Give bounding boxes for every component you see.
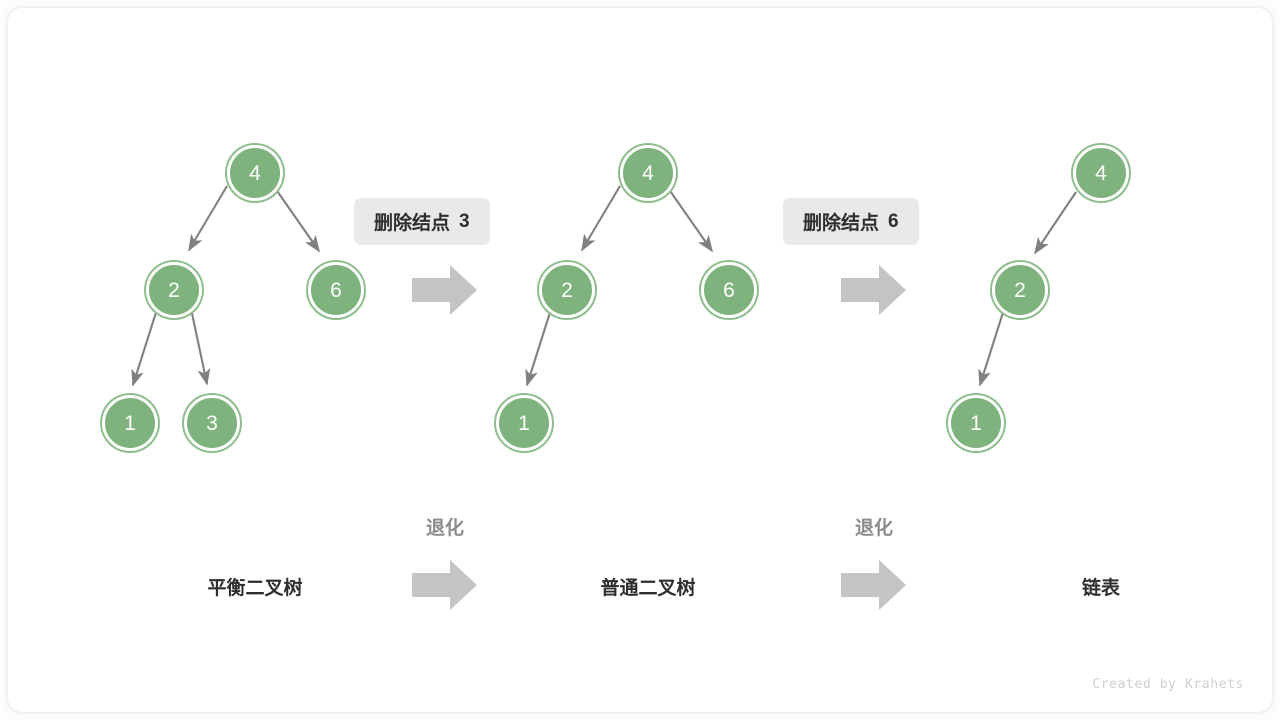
tree-node: 2	[146, 262, 202, 318]
watermark: Created by Krahets	[1092, 677, 1244, 692]
edge-m2-m1	[525, 302, 555, 387]
edge-2-3	[188, 303, 211, 386]
degrade-label: 退化	[841, 513, 907, 540]
tree-node: 4	[620, 145, 676, 201]
edge-4-6	[274, 187, 320, 253]
caption-text: 普通二叉树	[600, 578, 696, 599]
edge-r4-r2	[1034, 191, 1077, 255]
tree-node: 1	[102, 395, 158, 451]
edge-m4-m2	[581, 185, 621, 252]
degrade-text: 退化	[854, 518, 893, 539]
node-value: 2	[168, 278, 180, 302]
tree-node: 6	[308, 262, 364, 318]
stage-caption-ordinary: 普通二叉树	[548, 573, 748, 600]
tree-node: 2	[539, 262, 595, 318]
tree-edges-layer	[131, 185, 1077, 387]
tree-node: 3	[184, 395, 240, 451]
node-value: 2	[1014, 278, 1026, 302]
block-arrow-icon	[841, 265, 906, 315]
node-value: 4	[1095, 161, 1107, 185]
edge-m4-m6	[667, 187, 713, 253]
block-arrow-icon	[412, 265, 477, 315]
node-value: 1	[970, 411, 982, 435]
operation-value: 6	[888, 210, 899, 232]
edge-r2-r1	[978, 302, 1008, 387]
tree-node: 1	[948, 395, 1004, 451]
node-value: 1	[518, 411, 530, 435]
degrade-text: 退化	[425, 518, 464, 539]
node-value: 3	[206, 411, 218, 435]
edge-4-2	[188, 185, 228, 252]
node-value: 1	[124, 411, 136, 435]
stage-caption-linkedlist: 链表	[1001, 573, 1201, 600]
edge-2-1	[131, 302, 161, 387]
operation-text: 删除结点	[374, 213, 451, 234]
tree-node: 1	[496, 395, 552, 451]
stage-caption-balanced: 平衡二叉树	[155, 573, 355, 600]
node-value: 2	[561, 278, 573, 302]
block-arrow-icon	[841, 560, 906, 610]
operation-text: 删除结点	[803, 213, 880, 234]
degrade-label: 退化	[412, 513, 478, 540]
tree-node: 2	[992, 262, 1048, 318]
node-value: 6	[723, 278, 735, 302]
operation-label-delete-6: 删除结点 6	[783, 198, 919, 245]
node-value: 4	[642, 161, 654, 185]
operation-value: 3	[459, 210, 470, 232]
tree-node: 6	[701, 262, 757, 318]
node-value: 6	[330, 278, 342, 302]
node-value: 4	[249, 161, 261, 185]
caption-text: 平衡二叉树	[207, 578, 303, 599]
tree-node: 4	[1073, 145, 1129, 201]
operation-label-delete-3: 删除结点 3	[354, 198, 490, 245]
block-arrow-icon	[412, 560, 477, 610]
tree-node: 4	[227, 145, 283, 201]
caption-text: 链表	[1081, 578, 1120, 599]
diagram-canvas: 4 2 6 1 3 4 2 6 1 4 2 1 删除结点 3 删除结点 6	[8, 8, 1272, 712]
